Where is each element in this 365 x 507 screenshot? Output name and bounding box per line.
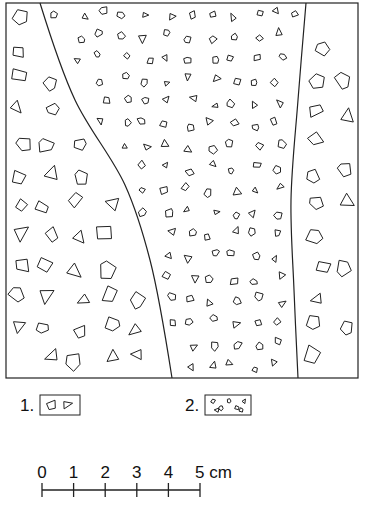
scale-label: 0 [37,464,46,481]
zone-boundary [291,3,306,378]
legend-sample [40,395,80,415]
scale-label: 3 [132,464,141,481]
legend-number: 2. [185,397,199,414]
scale-label: 5 cm [195,464,232,481]
section-frame [6,3,358,378]
rock-fragments [8,7,354,373]
zone-boundary [40,3,172,378]
scale-label: 1 [69,464,78,481]
legend-number: 1. [20,397,34,414]
legend-sample [205,395,251,415]
scale-bar [42,483,200,497]
scale-label: 4 [164,464,173,481]
scale-label: 2 [100,464,109,481]
